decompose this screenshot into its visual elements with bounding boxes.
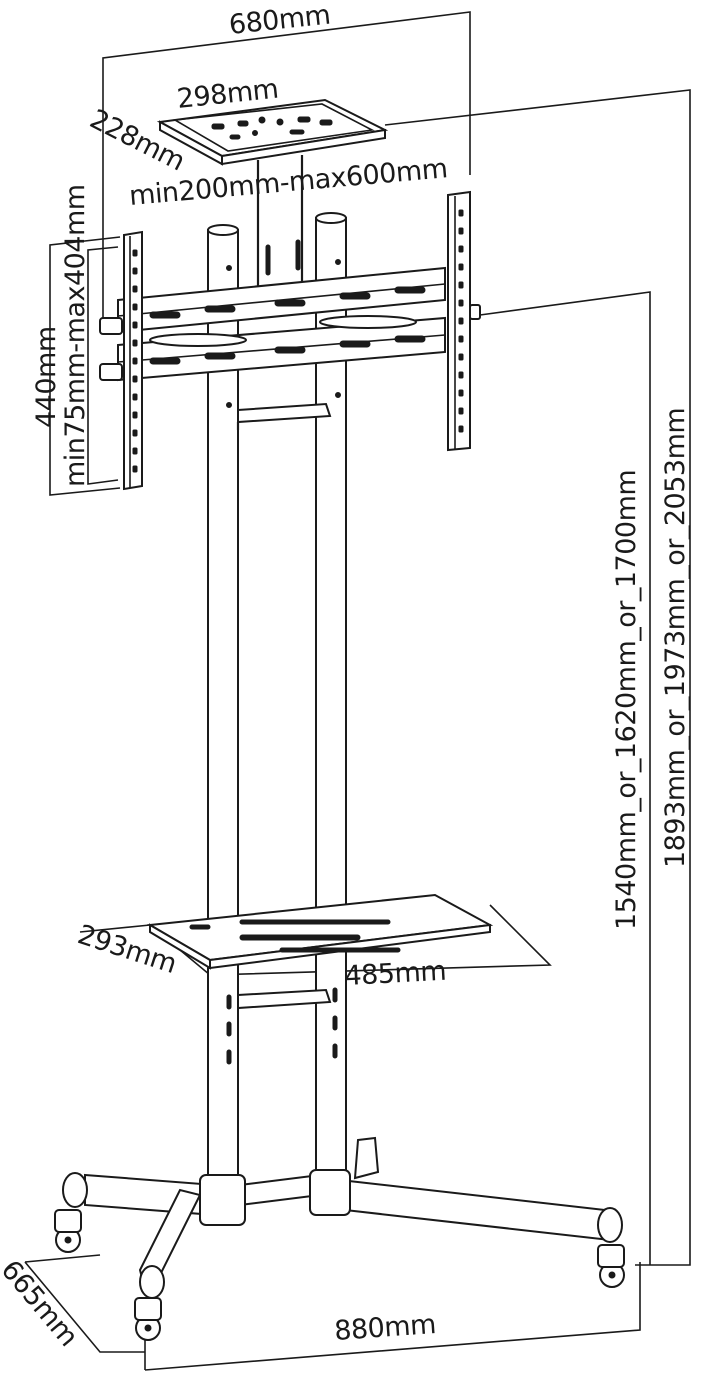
left-bracket-holes [132, 249, 138, 473]
label-overall-width: 680mm [227, 0, 331, 41]
top-shelf [156, 98, 389, 310]
label-vesa-vertical: min75mm-max404mm [60, 184, 91, 487]
casters [54, 1209, 625, 1341]
label-base-width: 880mm [333, 1309, 437, 1347]
label-bracket-height: 440mm [31, 326, 62, 428]
base [54, 1136, 625, 1341]
dimension-labels: 680mm 298mm 228mm min200mm-max600mm 440m… [0, 0, 691, 1352]
right-bracket-holes [458, 209, 464, 433]
vertical-brackets [99, 190, 481, 491]
label-top-shelf-depth: 228mm [85, 104, 190, 178]
mount-arms [117, 266, 446, 430]
label-middle-height: 1540mm_or_1620mm_or_1700mm [611, 470, 642, 930]
label-total-height: 1893mm_or_1973mm_or_2053mm [660, 408, 691, 868]
columns [207, 212, 347, 1191]
label-lower-shelf-width: 485mm [344, 956, 447, 992]
lower-shelf [146, 893, 494, 1065]
label-base-depth: 665mm [0, 1255, 84, 1353]
